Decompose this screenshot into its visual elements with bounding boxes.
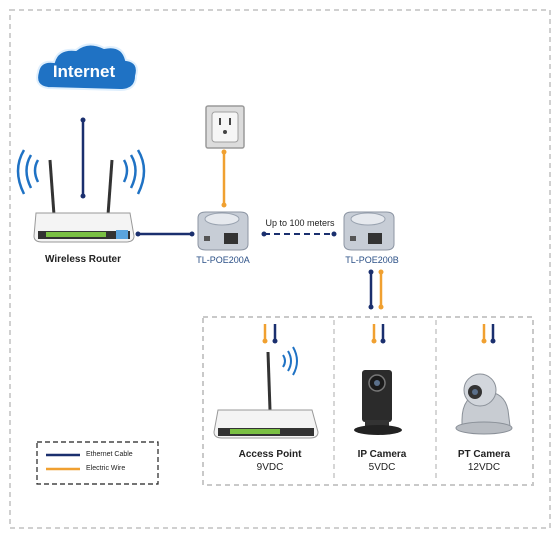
outer-frame: [9, 9, 551, 529]
ip-camera: [354, 370, 402, 435]
pt-camera-voltage: 12VDC: [467, 462, 501, 473]
connector-dot: [221, 149, 227, 155]
distance-label: Up to 100 meters: [265, 218, 335, 228]
poe-splitter-b: [343, 211, 395, 251]
connector-dot: [331, 231, 337, 237]
pt-camera-label: PT Camera: [457, 449, 511, 460]
connector-dot: [80, 117, 86, 123]
connector-dot: [378, 269, 384, 275]
connector-dot: [80, 193, 86, 199]
connector-dot: [481, 338, 487, 344]
connector-dot: [368, 269, 374, 275]
poe-a-label: TL-POE200A: [196, 255, 250, 265]
wifi-waves-icon: [122, 149, 146, 195]
connector-dot: [368, 304, 374, 310]
router-label: Wireless Router: [44, 254, 122, 265]
legend-frame: [36, 441, 159, 485]
internet-label: Internet: [52, 62, 116, 81]
ip-camera-label: IP Camera: [357, 449, 407, 460]
internet-cloud: [36, 43, 138, 92]
legend-electric-label: Electric Wire: [86, 465, 126, 472]
connector-dot: [490, 338, 496, 344]
poe-injector-a: [197, 211, 249, 251]
wifi-waves-icon: [16, 149, 40, 195]
ip-camera-voltage: 5VDC: [368, 462, 396, 473]
connector-dot: [272, 338, 278, 344]
connector-dot: [371, 338, 377, 344]
connector-dot: [378, 304, 384, 310]
poe-b-label: TL-POE200B: [345, 255, 399, 265]
access-point-voltage: 9VDC: [256, 462, 284, 473]
power-outlet-icon: [205, 105, 245, 149]
pt-camera: [455, 373, 513, 435]
wireless-router: [33, 159, 135, 243]
access-point: [213, 351, 319, 439]
connector-dot: [135, 231, 141, 237]
connector-dot: [261, 231, 267, 237]
legend-ethernet-label: Ethernet Cable: [86, 451, 133, 458]
connector-dot: [262, 338, 268, 344]
connector-dot: [189, 231, 195, 237]
connector-dot: [380, 338, 386, 344]
connector-dot: [221, 202, 227, 208]
access-point-label: Access Point: [238, 449, 302, 460]
wifi-waves-icon: [282, 346, 298, 376]
devices-group-frame: [202, 316, 534, 486]
